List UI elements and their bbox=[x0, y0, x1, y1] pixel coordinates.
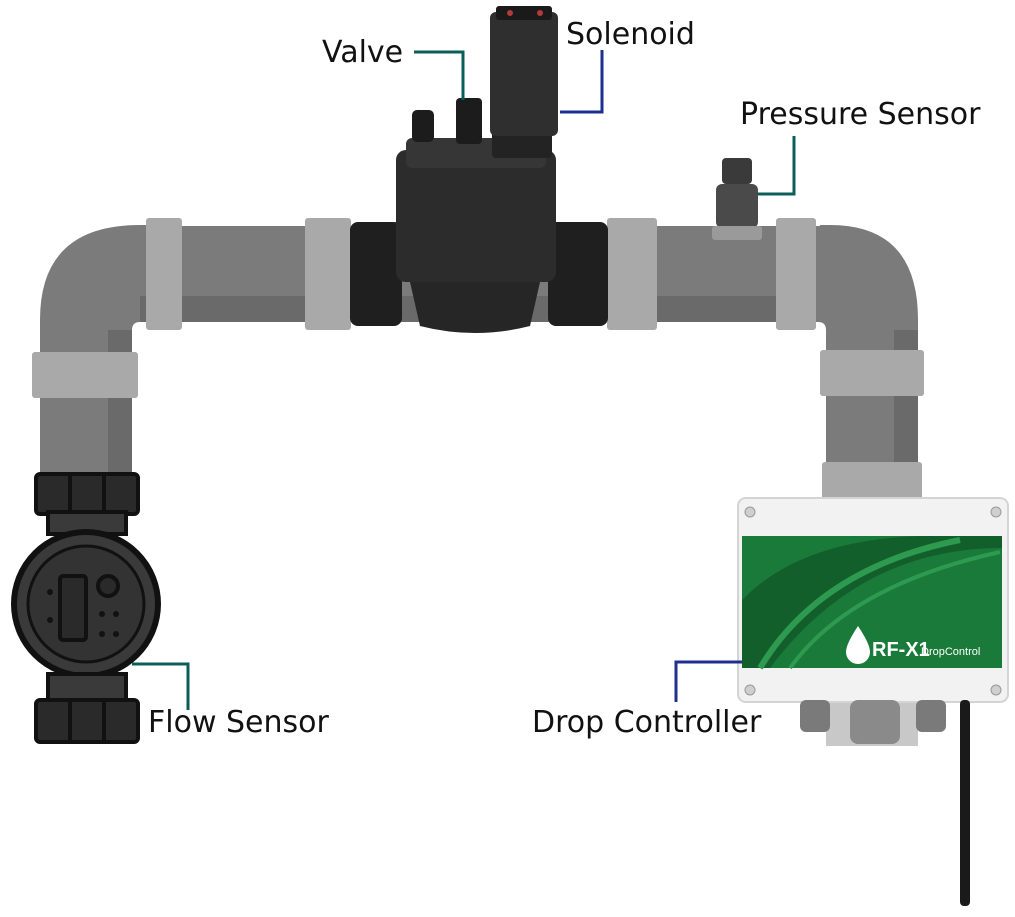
valve-body bbox=[396, 150, 556, 282]
coupling bbox=[776, 218, 816, 330]
valve-sleeve-right bbox=[548, 222, 608, 326]
valve-label: Valve bbox=[322, 35, 403, 70]
controller-swoosh bbox=[742, 536, 1002, 668]
pressure-sensor-leader bbox=[758, 136, 796, 196]
pipe-assembly bbox=[32, 218, 924, 500]
flow-sensor-leader bbox=[132, 662, 190, 710]
antenna bbox=[960, 700, 970, 906]
flow-control-stem bbox=[456, 98, 482, 144]
solenoid-coil bbox=[490, 12, 558, 136]
drop-controller-label: Drop Controller bbox=[532, 705, 762, 740]
drop-controller-leader bbox=[674, 660, 742, 702]
cable-gland bbox=[916, 700, 946, 732]
pressure-sensor-nut bbox=[712, 226, 762, 240]
flow-sensor-knob bbox=[96, 574, 120, 598]
solenoid-dot bbox=[507, 10, 513, 16]
cable-gland bbox=[800, 700, 830, 732]
coupling bbox=[607, 218, 657, 330]
pressure-sensor-cap bbox=[722, 158, 752, 184]
water-drop-icon bbox=[846, 626, 870, 664]
flow-sensor bbox=[11, 472, 161, 744]
valve-leader bbox=[414, 50, 465, 100]
solenoid-dot bbox=[537, 10, 543, 16]
solenoid-leader bbox=[560, 50, 604, 114]
controller-product: DropControl bbox=[921, 646, 980, 658]
solenoid-base bbox=[492, 130, 552, 158]
coupling bbox=[305, 218, 351, 330]
coupling bbox=[822, 462, 922, 500]
solenoid-label: Solenoid bbox=[566, 17, 695, 52]
flow-sensor-display bbox=[58, 574, 88, 642]
pressure-sensor-label: Pressure Sensor bbox=[740, 97, 981, 132]
flow-sensor-neck bbox=[46, 672, 128, 704]
flow-sensor-bottom-nut bbox=[34, 698, 140, 744]
drop-controller: RF-X1 DropControl bbox=[737, 497, 1009, 906]
cable-gland bbox=[850, 700, 900, 744]
bleed-screw bbox=[412, 110, 434, 142]
valve-assembly bbox=[350, 6, 608, 333]
pressure-sensor bbox=[712, 158, 762, 240]
leader-lines bbox=[132, 50, 796, 710]
valve-bowl bbox=[410, 282, 540, 333]
coupling bbox=[146, 218, 182, 330]
controller-brand: RF-X1 bbox=[872, 639, 930, 661]
flow-sensor-top-nut bbox=[34, 472, 140, 516]
solenoid-cap bbox=[496, 6, 552, 20]
valve-sleeve-left bbox=[350, 222, 402, 326]
pressure-sensor-body bbox=[716, 184, 758, 228]
coupling bbox=[32, 352, 138, 398]
flow-sensor-label: Flow Sensor bbox=[148, 705, 330, 740]
coupling bbox=[820, 350, 924, 396]
